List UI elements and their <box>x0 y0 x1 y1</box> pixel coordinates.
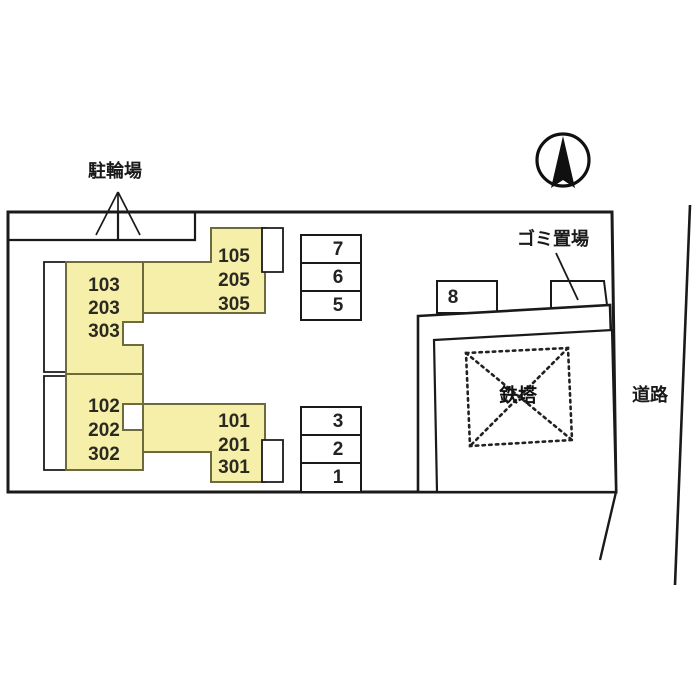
parking-stall-8[interactable] <box>436 280 498 314</box>
parking-stall-label: 6 <box>333 267 344 288</box>
unit-number: 102 <box>88 396 120 417</box>
parking-stall-7[interactable] <box>300 234 362 264</box>
unit-number: 302 <box>88 444 120 465</box>
parking-stack-lower <box>300 406 362 493</box>
parking-stall-label: 7 <box>333 239 344 260</box>
parking-stall-label: 5 <box>333 295 344 316</box>
unit-number: 103 <box>88 275 120 296</box>
parking-stall-6[interactable] <box>300 262 362 292</box>
steel-tower-footprint <box>464 346 574 448</box>
corridor-upper <box>43 261 67 373</box>
steel-tower-label: 鉄塔 <box>499 384 538 407</box>
road-edge-lower <box>598 491 618 561</box>
parking-stall-label: 1 <box>333 467 344 488</box>
parking-stall-label: 3 <box>333 411 344 432</box>
corridor-lower <box>43 375 67 471</box>
unit-number: 205 <box>218 270 250 291</box>
parking-stall-5[interactable] <box>300 290 362 321</box>
tower-parcel-inner <box>432 328 618 494</box>
unit-number: 203 <box>88 298 120 319</box>
parking-stall-1[interactable] <box>300 462 362 493</box>
building-lower-left <box>65 373 144 471</box>
road-boundary-line <box>673 204 692 586</box>
stairwell-lower-right <box>261 439 284 483</box>
bicycle-parking-label: 駐輪場 <box>88 160 142 182</box>
stairwell-upper-right <box>261 227 284 273</box>
north-arrow-icon <box>535 132 591 188</box>
building-lower-right <box>142 403 266 483</box>
unit-number: 305 <box>218 294 250 315</box>
unit-number: 301 <box>218 457 250 478</box>
parking-stack-upper <box>300 234 362 321</box>
unit-number: 202 <box>88 420 120 441</box>
parking-stall-3[interactable] <box>300 406 362 436</box>
garbage-area-label: ゴミ置場 <box>517 228 589 250</box>
unit-number: 101 <box>218 411 250 432</box>
parking-stall-label: 8 <box>448 287 459 308</box>
bicycle-parking-strip <box>8 210 197 242</box>
unit-number: 303 <box>88 321 120 342</box>
unit-number: 201 <box>218 435 250 456</box>
unit-number: 105 <box>218 246 250 267</box>
garbage-area-leader <box>555 252 579 301</box>
road-label: 道路 <box>632 384 669 406</box>
parking-stall-2[interactable] <box>300 434 362 464</box>
parking-stall-label: 2 <box>333 439 344 460</box>
